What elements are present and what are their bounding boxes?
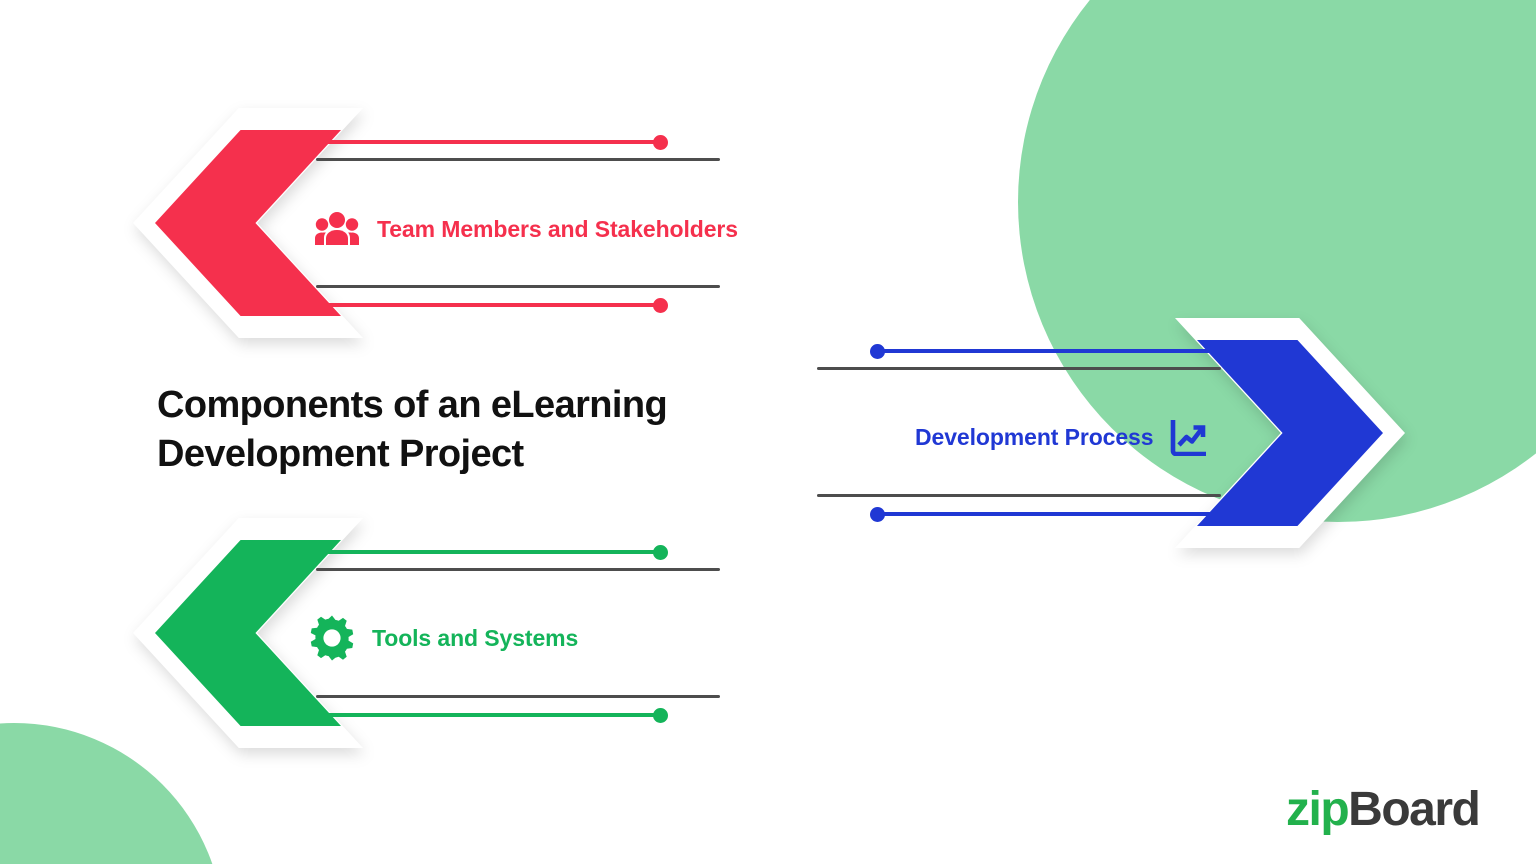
connector-dot: [653, 297, 668, 313]
logo-text-board: Board: [1348, 783, 1481, 836]
connector-dot: [870, 506, 885, 522]
zipboard-logo: zipBoard: [1286, 782, 1481, 837]
connector-gray-line: [817, 494, 1221, 497]
connector-dot: [653, 134, 668, 150]
connector-dot: [870, 343, 885, 359]
connector-gray-line: [316, 568, 720, 571]
connector-accent-line: [316, 550, 660, 554]
component-label-team-members: Team Members and Stakeholders: [313, 205, 738, 253]
component-label-tools-systems: Tools and Systems: [308, 614, 578, 662]
connector-gray-line: [316, 158, 720, 161]
gear-icon: [308, 614, 356, 662]
connector-accent-line: [316, 140, 660, 144]
component-label-development-process: Development Process: [915, 417, 1209, 457]
trending-up-chart-icon: [1169, 417, 1209, 457]
connector-gray-line: [817, 367, 1221, 370]
connector-dot: [653, 707, 668, 723]
connector-accent-line: [316, 303, 660, 307]
connector-accent-line: [877, 349, 1221, 353]
page-title: Components of an eLearning Development P…: [157, 384, 668, 476]
connector-accent-line: [316, 713, 660, 717]
connector-dot: [653, 544, 668, 560]
component-label-text: Team Members and Stakeholders: [377, 215, 738, 242]
users-group-icon: [313, 205, 361, 253]
component-label-text: Tools and Systems: [372, 624, 579, 651]
connector-gray-line: [316, 285, 720, 288]
logo-text-zip: zip: [1286, 783, 1350, 836]
component-label-text: Development Process: [915, 423, 1154, 450]
connector-gray-line: [316, 695, 720, 698]
connector-accent-line: [877, 512, 1221, 516]
chevron-development-process: [1175, 318, 1405, 548]
chevron-tools-systems: [133, 518, 363, 748]
